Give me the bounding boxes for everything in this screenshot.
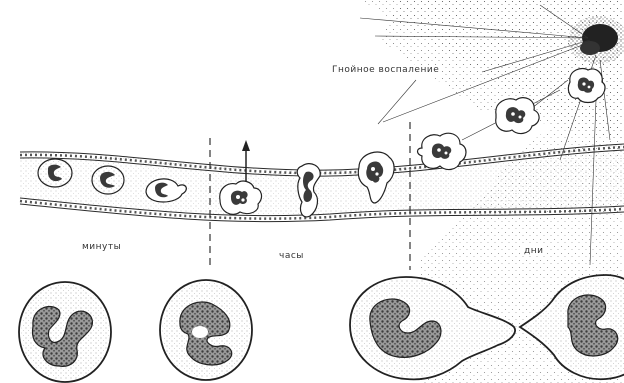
label-minutes: минуты — [80, 242, 123, 252]
label-hours: часы — [277, 251, 306, 261]
neutrophil-small — [38, 159, 72, 187]
neutrophil-tissue — [496, 98, 539, 134]
neutrophil-tissue — [418, 133, 467, 169]
neutrophil-large-2 — [160, 280, 252, 380]
label-purulent-inflammation: Гнойное воспаление — [330, 65, 441, 75]
label-pointer — [378, 80, 416, 124]
neutrophil-small — [92, 166, 124, 194]
neutrophil-tissue — [568, 69, 605, 103]
neutrophil-large-1 — [19, 282, 111, 382]
label-days: дни — [522, 246, 545, 256]
